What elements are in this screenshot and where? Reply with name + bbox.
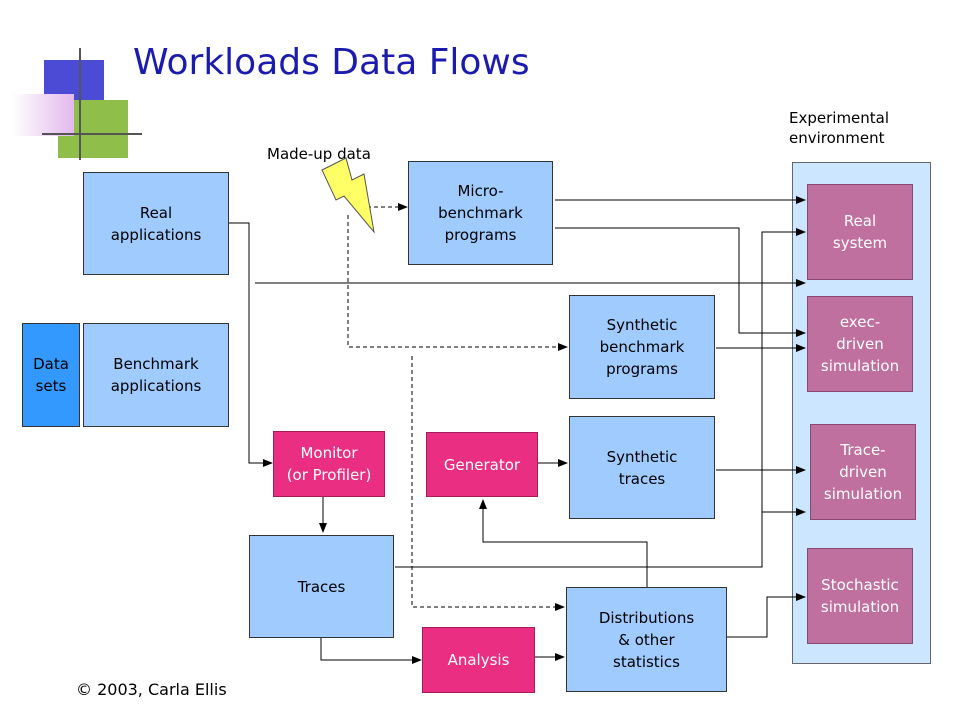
traces-box: Traces [249, 535, 394, 638]
monitor-profiler-box: Monitor (or Profiler) [273, 431, 385, 497]
experimental-environment-label: Experimental environment [789, 109, 890, 147]
slide-title: Workloads Data Flows [133, 42, 530, 83]
real-system-box: Real system [807, 184, 913, 280]
synthetic-benchmark-programs-box: Synthetic benchmark programs [569, 295, 715, 399]
benchmark-applications-box: Benchmark applications [83, 323, 229, 427]
dashed-made-up-to-synth-bench [347, 215, 568, 351]
synthetic-traces-box: Synthetic traces [569, 416, 715, 519]
micro-benchmark-programs-box: Micro- benchmark programs [408, 161, 553, 265]
arrow-distributions-to-generator [479, 499, 648, 587]
corner-square-pink [12, 94, 74, 136]
real-applications-box: Real applications [83, 172, 229, 275]
data-sets-box: Data sets [22, 323, 80, 427]
corner-line-vertical [79, 48, 81, 160]
stochastic-simulation-box: Stochastic simulation [807, 548, 913, 644]
copyright-footer: © 2003, Carla Ellis [76, 680, 227, 699]
arrow-traces-to-analysis [320, 638, 422, 664]
arrow-trace-bus-to-real-system [761, 228, 806, 352]
arrow-traces-to-simulators [395, 352, 763, 568]
arrow-distributions-to-stochastic [727, 593, 806, 638]
generator-box: Generator [426, 432, 538, 497]
trace-driven-simulation-box: Trace- driven simulation [810, 424, 916, 520]
exec-driven-simulation-box: exec- driven simulation [807, 296, 913, 392]
lightning-bolt-icon [321, 157, 375, 234]
arrow-micro-to-exec-sim [555, 227, 806, 337]
arrow-apps-to-monitor [229, 222, 273, 467]
corner-line-horizontal [42, 133, 142, 135]
dashed-made-up-to-distributions [411, 356, 565, 611]
analysis-box: Analysis [422, 627, 535, 693]
distributions-statistics-box: Distributions & other statistics [566, 587, 727, 692]
